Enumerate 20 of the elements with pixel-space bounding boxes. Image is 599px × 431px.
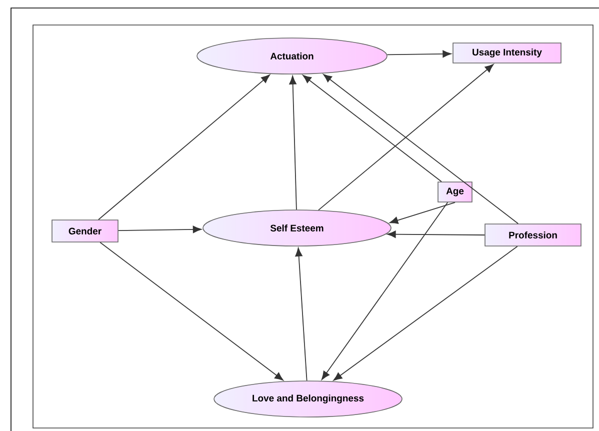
arrow <box>118 226 202 234</box>
arrow <box>100 242 284 381</box>
arrow <box>386 50 452 58</box>
arrow <box>322 202 448 380</box>
arrow <box>302 74 442 182</box>
ellipse-node: Self Esteem <box>202 210 392 246</box>
arrow <box>323 74 519 224</box>
arrow <box>295 248 308 382</box>
arrow <box>387 230 486 238</box>
ellipse-node: Actuation <box>196 38 388 74</box>
ellipse-node: Love and Belongingness <box>214 380 402 418</box>
variable-box: Gender <box>52 220 118 242</box>
variable-box: Age <box>438 182 472 202</box>
arrow <box>289 76 297 210</box>
arrow <box>389 202 456 224</box>
variable-box: Usage Intensity <box>452 42 562 64</box>
arrow <box>318 64 494 211</box>
arrow <box>98 74 270 220</box>
variable-box: Profession <box>484 224 582 246</box>
arrow <box>333 246 518 381</box>
